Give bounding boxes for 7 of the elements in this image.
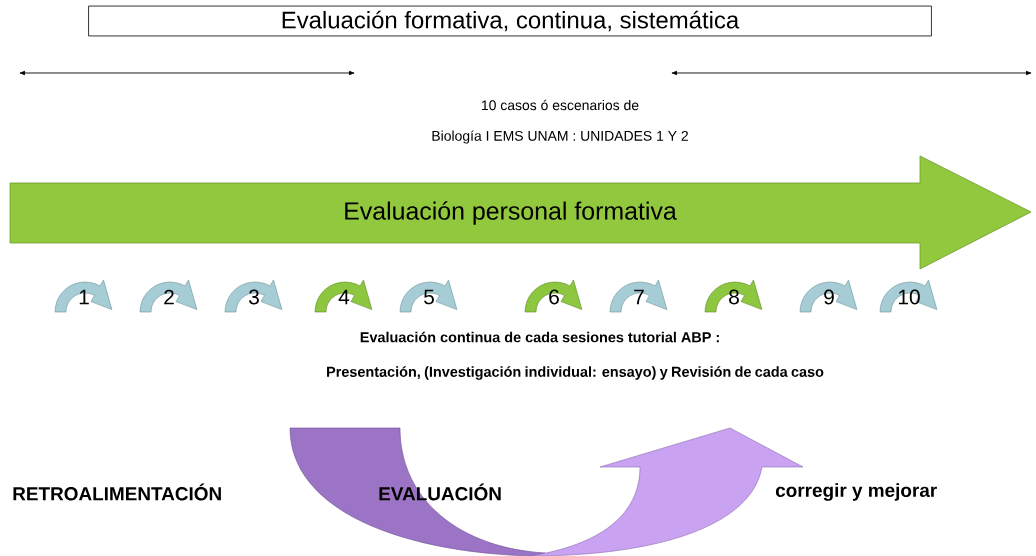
note-text: Evaluación continua de cada sesiones tutorial ABP : [360,331,719,343]
evaluation-label: EVALUACIÓN [379,483,501,501]
description-text: 10 casos ó escenarios de [482,99,639,111]
improve-label: corregir y mejorar [775,483,937,501]
feedback-label: RETROALIMENTACIÓN [13,483,221,501]
title-box: Evaluación formativa, continua, sistemática [88,5,932,37]
note-text: Presentación, (Investigación individual: ensayo) y Revisión de cada caso [327,366,824,380]
